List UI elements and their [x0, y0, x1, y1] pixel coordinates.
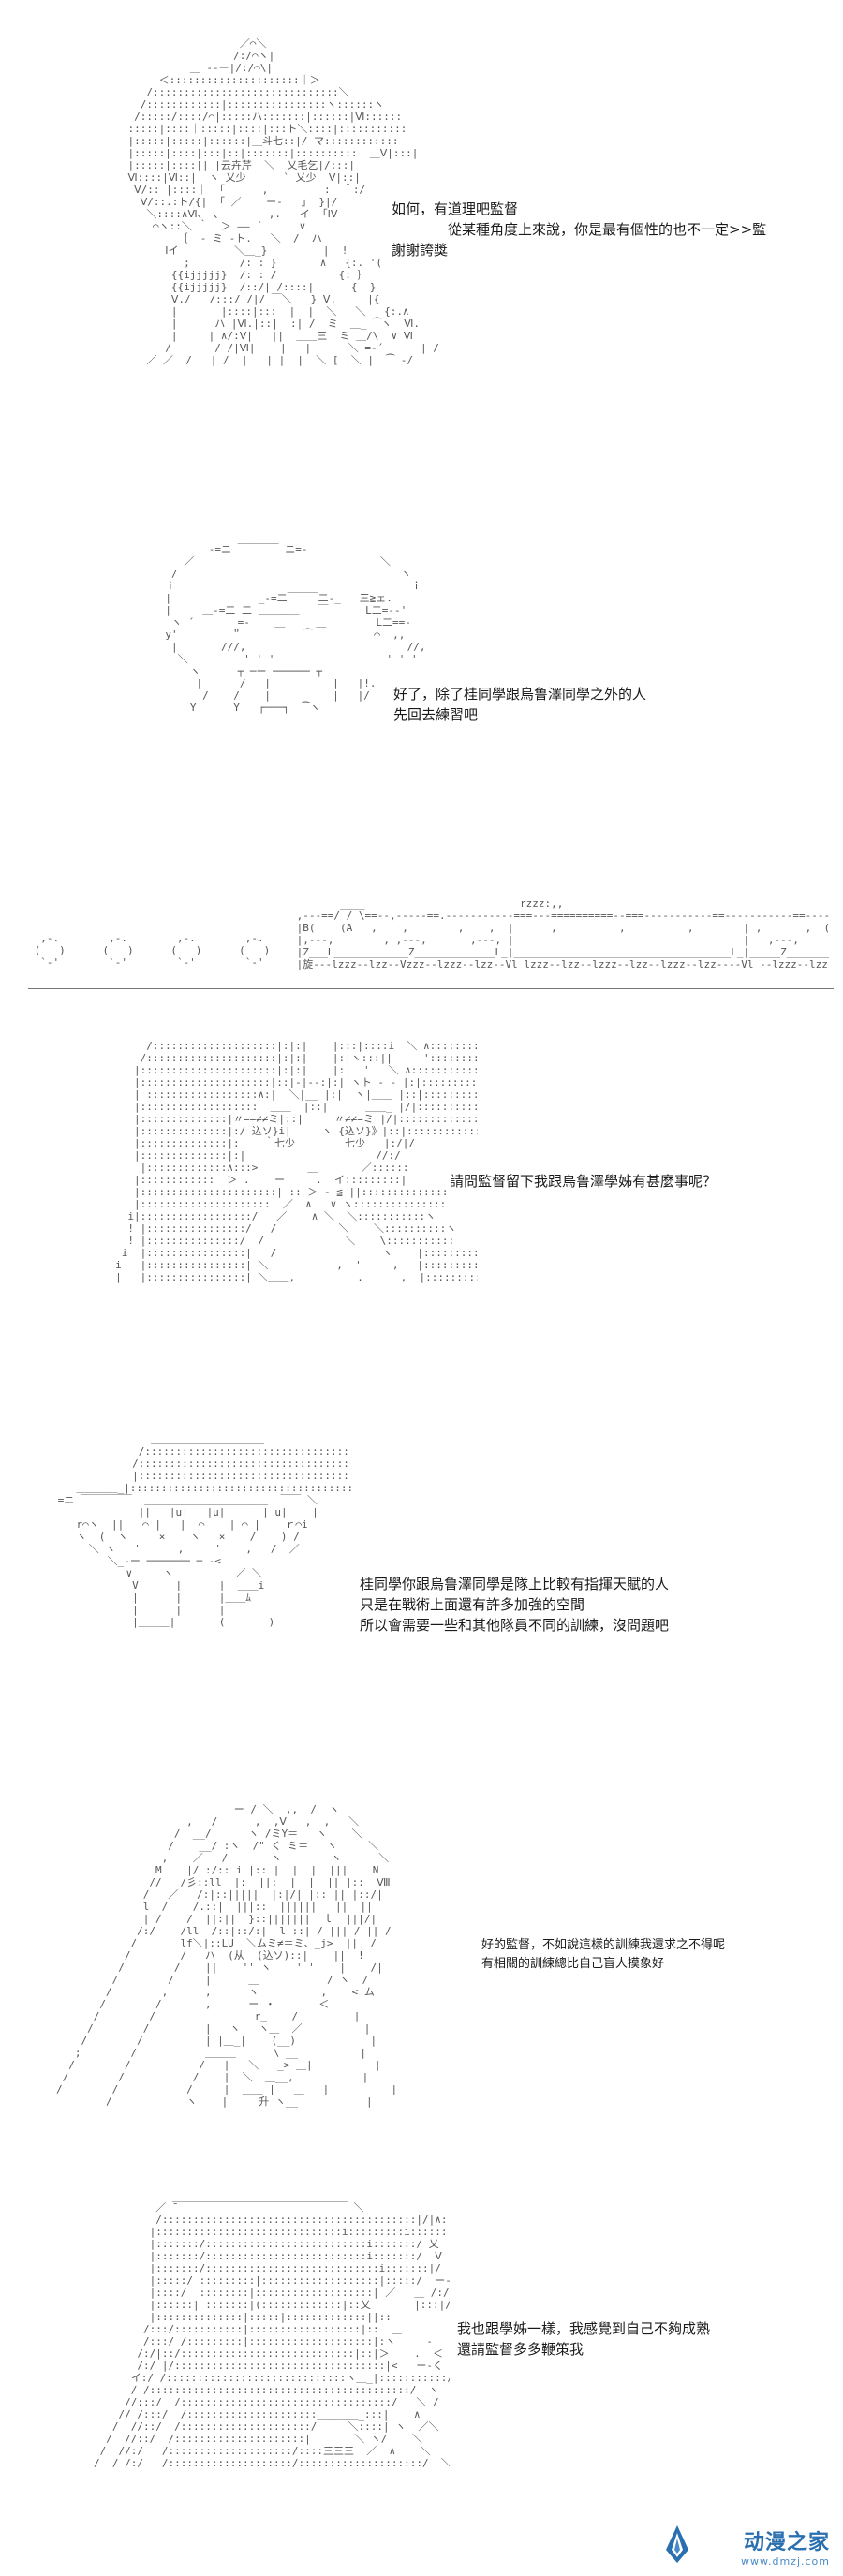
- dialogue-line: 我也跟學姊一樣，我感覺到自己不夠成熟: [457, 2320, 711, 2337]
- dialogue-line: 好了，除了桂同學跟烏鲁澤同學之外的人: [393, 686, 647, 703]
- dialogue-panel-1: 如何，有道理吧監督 從某種角度上來說，你是最有個性的也不一定>>監 謝謝誇獎: [392, 199, 766, 260]
- panel-1: ／⌒＼ /:/⌒ヽ| ＿ --ー|/:/⌒\| ＜:::::::::::::::…: [0, 0, 843, 506]
- watermark-url: www.dmzj.com: [741, 2555, 830, 2568]
- watermark-logo-icon: [666, 2525, 688, 2563]
- dialogue-panel-4: 請問監督留下我跟烏鲁澤學姊有甚麼事呢？: [450, 1171, 717, 1192]
- ascii-art-dots: ,-. ,-. ,-. ,-. ( ) ( ) ( ) ( ) `-' `-' …: [34, 932, 271, 969]
- panel-4: /::::::::::::::::::::|:|:| |:::|::::i ＼ …: [0, 1040, 843, 1386]
- dialogue-line: 桂同學你跟烏鲁澤同學是隊上比較有指揮天賦的人: [360, 1576, 670, 1592]
- dialogue-line: 只是在戰術上面還有許多加強的空間: [360, 1596, 585, 1613]
- ascii-art-character: ／ ̄￣￣￣￣￣￣￣￣￣￣￣￣￣￣￣￣￣ ＼ /::::::::::::::::…: [94, 2201, 450, 2469]
- watermark: 动漫之家 www.dmzj.com: [656, 2520, 843, 2572]
- dialogue-panel-5: 桂同學你跟烏鲁澤同學是隊上比較有指揮天賦的人 只是在戰術上面還有許多加強的空間 …: [360, 1574, 669, 1636]
- watermark-text: 动漫之家 www.dmzj.com: [741, 2525, 830, 2568]
- ascii-art-train: ____ rzzz:,, ____ ,---==/ / \==--,-----=…: [296, 897, 829, 970]
- dialogue-panel-6: 好的監督，不如說這樣的訓練我還求之不得呢 有相關的訓練總比自己盲人摸象好: [481, 1936, 725, 1974]
- ascii-art-character: ＿＿＿＿＿＿＿＿＿＿＿ /:::::::::::::::::::::::::::…: [57, 1433, 351, 1628]
- ground-line: [28, 988, 834, 989]
- dialogue-line: 謝謝誇獎: [392, 242, 449, 259]
- panel-6: ＿ ー / ＼ ,, / ヽ , / , ,Ⅴ , , ＼ / __/ ヽ /ミ…: [0, 1803, 843, 2150]
- dialogue-line: 有相關的訓練總比自己盲人摸象好: [481, 1957, 665, 1971]
- dialogue-line: 如何，有道理吧監督: [392, 200, 519, 217]
- dialogue-panel-2: 好了，除了桂同學跟烏鲁澤同學之外的人 先回去練習吧: [393, 684, 646, 725]
- dialogue-line: 還請監督多多鞭策我: [457, 2341, 584, 2358]
- dialogue-line: 好的監督，不如說這樣的訓練我還求之不得呢: [481, 1938, 726, 1952]
- dialogue-line: 請問監督留下我跟烏鲁澤學姊有甚麼事呢？: [450, 1173, 717, 1190]
- panel-3: ,-. ,-. ,-. ,-. ( ) ( ) ( ) ( ) `-' `-' …: [0, 890, 843, 1002]
- ascii-art-character: -=ニ ￣￣￣￣ ニ=- ／ ＼ / ヽ ｉ ｉ | _-=二￣￣￣二-_ 三≧…: [165, 543, 426, 714]
- dialogue-panel-7: 我也跟學姊一樣，我感覺到自己不夠成熟 還請監督多多鞭策我: [457, 2318, 710, 2360]
- dialogue-line: 先回去練習吧: [393, 706, 479, 723]
- dialogue-line: 從某種角度上來說，你是最有個性的也不一定>>監: [448, 221, 767, 238]
- watermark-name: 动漫之家: [743, 2531, 830, 2554]
- panel-7: ／ ̄￣￣￣￣￣￣￣￣￣￣￣￣￣￣￣￣￣ ＼ /::::::::::::::::…: [0, 2201, 843, 2576]
- panel-5: ＿＿＿＿＿＿＿＿＿＿＿ /:::::::::::::::::::::::::::…: [0, 1433, 843, 1761]
- ascii-art-character: ＿ ー / ＼ ,, / ヽ , / , ,Ⅴ , , ＼ / __/ ヽ /ミ…: [56, 1803, 398, 2108]
- dialogue-line: 所以會需要一些和其他隊員不同的訓練，沒問題吧: [360, 1617, 670, 1634]
- ascii-art-character: /::::::::::::::::::::|:|:| |:::|::::i ＼ …: [115, 1040, 478, 1283]
- panel-2: -=ニ ￣￣￣￣ ニ=- ／ ＼ / ヽ ｉ ｉ | _-=二￣￣￣二-_ 三≧…: [0, 543, 843, 852]
- ascii-art-character: ／⌒＼ /:/⌒ヽ| ＿ --ー|/:/⌒\| ＜:::::::::::::::…: [127, 37, 439, 366]
